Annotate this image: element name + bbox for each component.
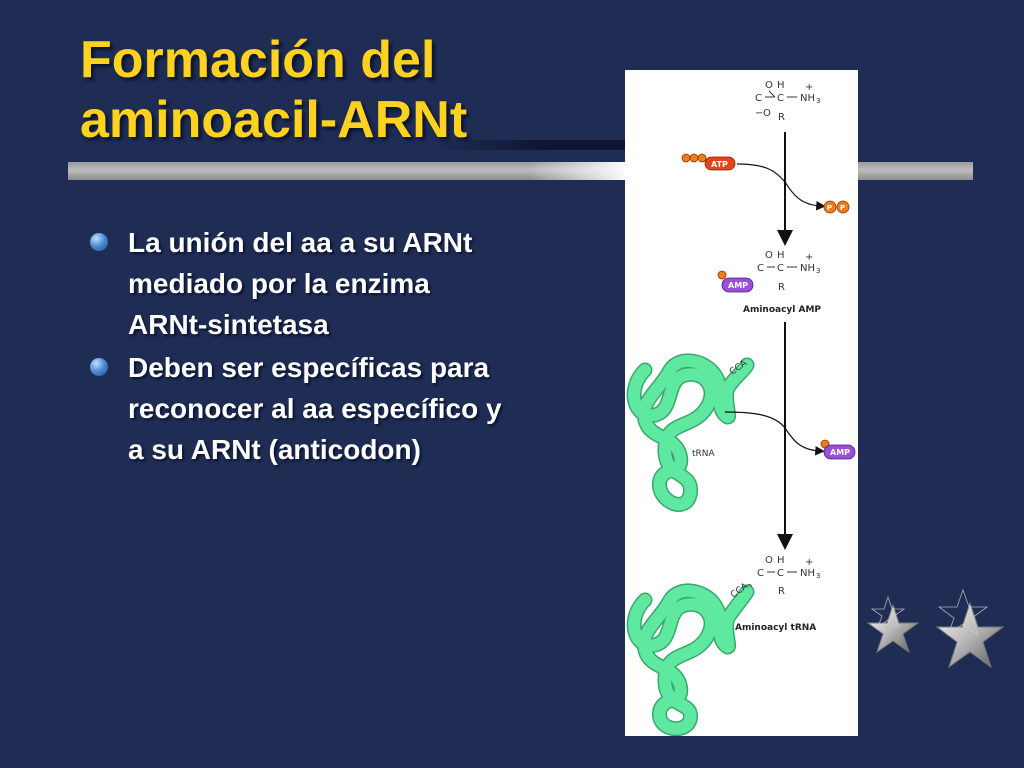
chem-c: C	[755, 93, 762, 104]
chem-c-alpha: C	[777, 568, 784, 579]
bullet-item: La unión del aa a su ARNt mediado por la…	[88, 222, 508, 345]
bullet-text: Deben ser específicas para reconocer al …	[128, 352, 502, 465]
atp-molecule: ATP	[681, 153, 736, 171]
chem-r: R	[778, 112, 785, 123]
trna-molecule-charged: CCA	[626, 581, 755, 736]
chem-h: H	[777, 555, 785, 566]
chem-o-bottom: O	[763, 108, 771, 119]
bullet-text: La unión del aa a su ARNt mediado por la…	[128, 227, 473, 340]
slide-title: Formación del aminoacil-ARNt	[80, 30, 600, 150]
chem-o: O	[765, 250, 773, 261]
bullet-dot-icon	[90, 233, 108, 251]
chem-h: H	[777, 250, 785, 261]
chem-h: H	[777, 80, 785, 91]
chem-r: R	[778, 586, 785, 597]
slide-title-line-2: aminoacil-ARNt	[80, 91, 468, 149]
chem-subscript: 3	[816, 572, 820, 580]
chem-o-top: O	[765, 80, 773, 91]
chem-subscript: 3	[816, 97, 820, 105]
chem-minus: −	[755, 108, 763, 119]
chem-subscript: 3	[816, 267, 820, 275]
arrow-icon	[724, 411, 825, 456]
bullet-dot-icon	[90, 358, 108, 376]
chem-c: C	[757, 263, 764, 274]
aminoacyl-trna-diagram: O C C H NH 3 + O − R	[625, 70, 858, 736]
trna-label: tRNA	[692, 449, 716, 459]
bullet-item: Deben ser específicas para reconocer al …	[88, 347, 508, 470]
amp-released-label: AMP	[830, 448, 850, 457]
chem-o: O	[765, 555, 773, 566]
chem-nh3: NH	[800, 263, 815, 274]
trna-molecule: CCA tRNA	[626, 353, 755, 512]
aminoacyl-trna-label: Aminoacyl tRNA	[735, 623, 816, 633]
chem-plus: +	[805, 557, 813, 568]
star-icon	[866, 595, 920, 654]
pyrophosphate: P P	[823, 200, 850, 214]
chem-c-alpha: C	[777, 263, 784, 274]
chem-nh3: NH	[800, 568, 815, 579]
pp-label-1: P	[827, 204, 832, 212]
title-rule-shadow	[430, 140, 630, 150]
pp-label-2: P	[840, 204, 845, 212]
star-icon	[935, 588, 1005, 669]
aminoacyl-trna-structure: O H C C NH 3 + O R	[745, 555, 820, 597]
bullet-list: La unión del aa a su ARNt mediado por la…	[88, 222, 508, 472]
aminoacyl-amp-structure: O H C C NH 3 + O R AMP Aminoacyl AMP	[717, 250, 821, 315]
amp-label: AMP	[728, 281, 748, 290]
chem-r: R	[778, 282, 785, 293]
amino-acid-structure: O C C H NH 3 + O − R	[755, 80, 820, 123]
atp-label: ATP	[711, 160, 728, 169]
chem-plus: +	[805, 82, 813, 93]
chem-c-alpha: C	[777, 93, 784, 104]
amp-released: AMP	[820, 439, 856, 460]
chem-plus: +	[805, 252, 813, 263]
aminoacyl-amp-label: Aminoacyl AMP	[743, 305, 821, 315]
arrow-icon	[736, 163, 826, 211]
stars-decoration	[866, 588, 1005, 669]
chem-nh3: NH	[800, 93, 815, 104]
chem-c: C	[757, 568, 764, 579]
slide-title-line-1: Formación del	[80, 31, 436, 89]
